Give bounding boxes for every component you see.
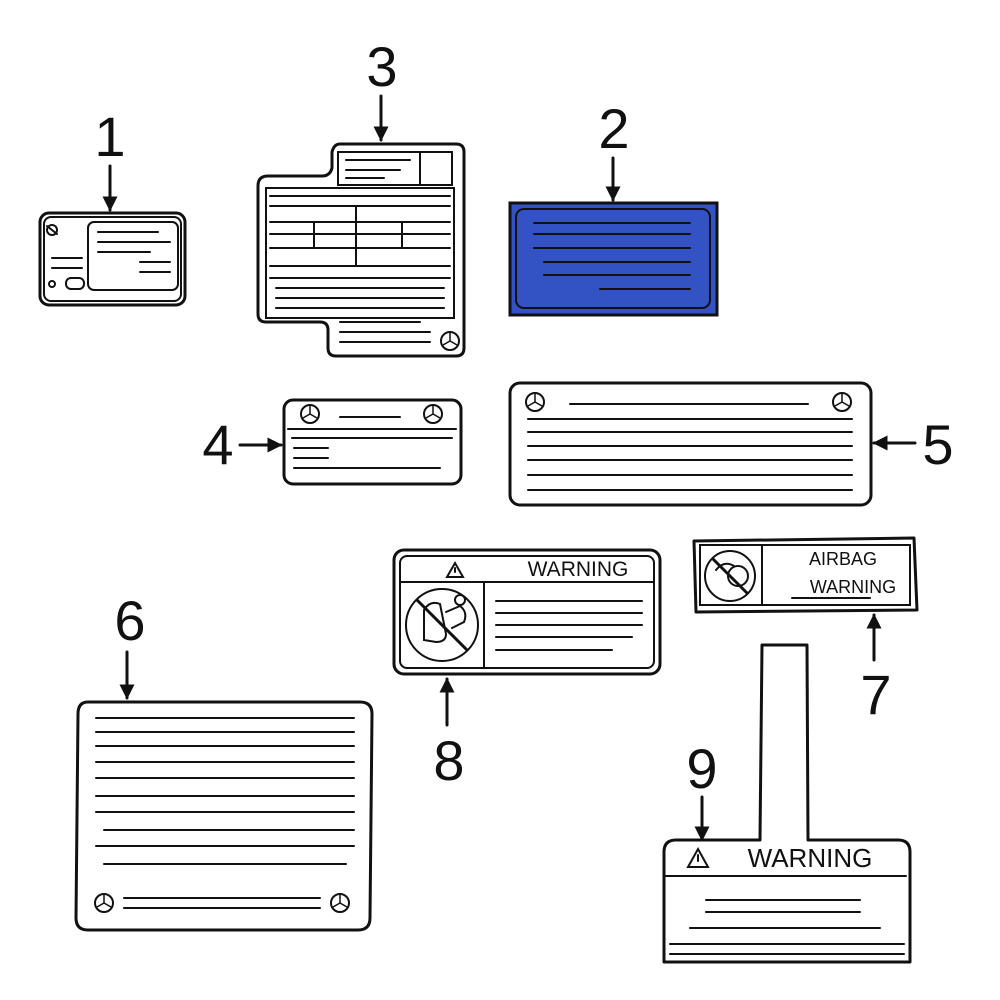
part-9-warning-tag[interactable]: WARNING — [662, 643, 912, 964]
no-child-seat-icon — [405, 588, 479, 662]
warning-triangle-icon — [445, 560, 465, 578]
label-8-heading: WARNING — [528, 558, 629, 581]
part-8-warning-label[interactable]: WARNING — [392, 548, 662, 676]
part-4-label[interactable] — [282, 398, 463, 486]
label-7-line2: WARNING — [810, 577, 896, 597]
callout-7: 7 — [860, 663, 891, 726]
part-5-label[interactable] — [508, 381, 873, 507]
callout-6: 6 — [114, 589, 145, 652]
part-3-label[interactable] — [256, 142, 466, 358]
part-2-label-highlighted[interactable] — [508, 201, 719, 317]
callout-5: 5 — [922, 413, 953, 476]
warning-triangle-icon — [686, 846, 710, 868]
callout-1: 1 — [94, 105, 125, 168]
callout-4: 4 — [202, 413, 233, 476]
callout-3: 3 — [366, 35, 397, 98]
label-9-heading: WARNING — [748, 843, 873, 873]
callout-9: 9 — [686, 737, 717, 800]
part-7-airbag-warning-label[interactable]: AIRBAG WARNING — [692, 536, 919, 614]
callout-2: 2 — [598, 97, 629, 160]
label-7-line1: AIRBAG — [809, 549, 877, 569]
no-airbag-icon — [704, 550, 756, 602]
part-6-label[interactable] — [74, 700, 374, 932]
callout-8: 8 — [433, 729, 464, 792]
part-1-label[interactable] — [38, 211, 187, 307]
